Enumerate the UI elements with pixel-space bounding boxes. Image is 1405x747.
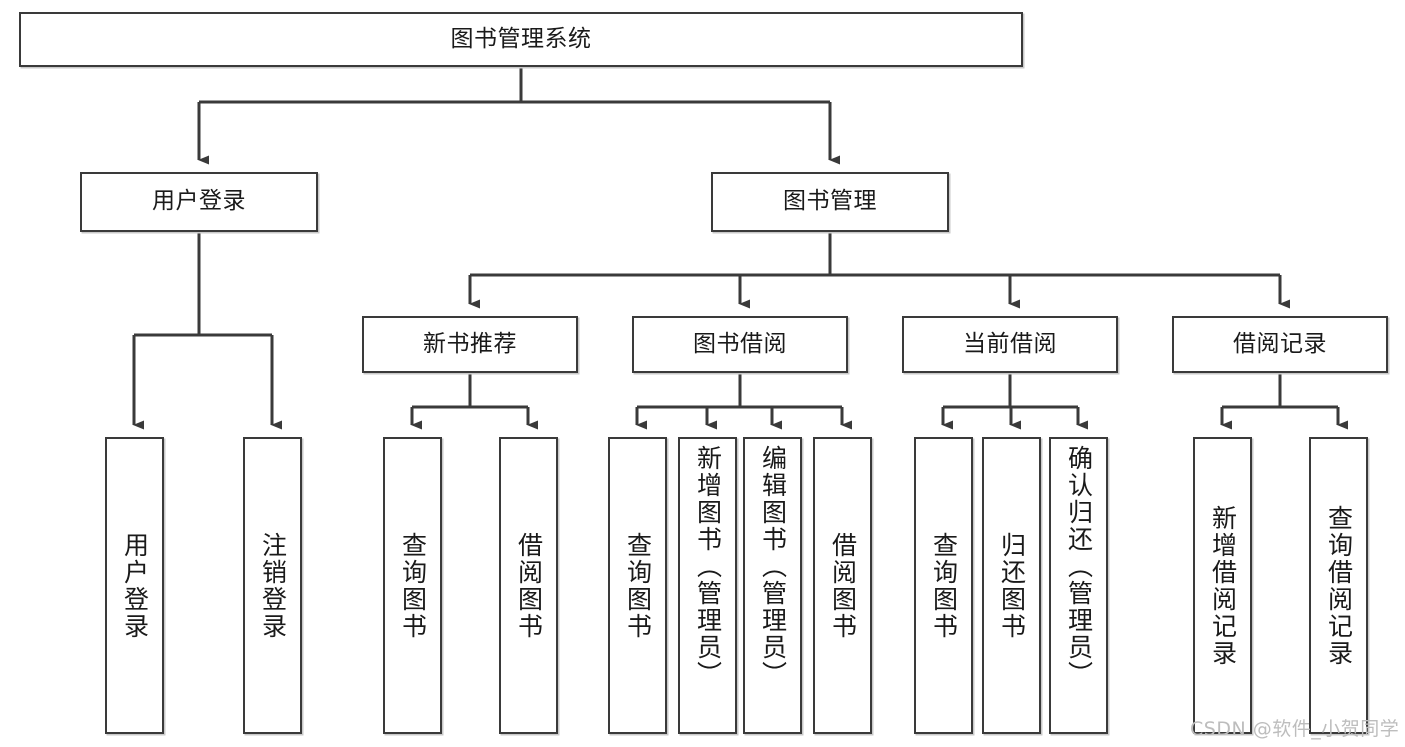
node-leaf-query-book-borrow[interactable]: 查询图书 <box>608 437 667 734</box>
node-leaf-user-login[interactable]: 用户登录 <box>105 437 164 734</box>
node-leaf-edit-book-admin[interactable]: 编辑图书（管理员） <box>743 437 802 734</box>
node-leaf-query-book-current[interactable]: 查询图书 <box>914 437 973 734</box>
node-leaf-borrow-book-recommend[interactable]: 借阅图书 <box>499 437 558 734</box>
node-leaf-return-book-label: 归还图书 <box>997 531 1027 640</box>
node-leaf-return-book[interactable]: 归还图书 <box>982 437 1041 734</box>
node-leaf-query-book-recommend[interactable]: 查询图书 <box>383 437 442 734</box>
node-book-management[interactable]: 图书管理 <box>711 172 949 232</box>
node-book-borrowing-label: 图书借阅 <box>693 330 787 357</box>
node-leaf-borrow-book-label: 借阅图书 <box>828 531 858 640</box>
node-borrowing-record-label: 借阅记录 <box>1233 330 1327 357</box>
node-leaf-add-borrow-record[interactable]: 新增借阅记录 <box>1193 437 1252 734</box>
node-leaf-edit-book-admin-label: 编辑图书（管理员） <box>758 445 788 688</box>
node-root-label: 图书管理系统 <box>450 25 592 52</box>
node-leaf-add-book-admin-label: 新增图书（管理员） <box>693 445 723 688</box>
node-leaf-add-borrow-record-label: 新增借阅记录 <box>1208 504 1238 667</box>
node-book-borrowing[interactable]: 图书借阅 <box>632 316 848 373</box>
node-leaf-borrow-book-recommend-label: 借阅图书 <box>514 531 544 640</box>
node-leaf-query-book-recommend-label: 查询图书 <box>398 531 428 640</box>
node-book-management-label: 图书管理 <box>783 188 877 215</box>
node-leaf-logout-label: 注销登录 <box>258 531 288 640</box>
node-user-login-label: 用户登录 <box>152 188 246 215</box>
node-new-book-recommendation[interactable]: 新书推荐 <box>362 316 578 373</box>
node-leaf-query-borrow-record-label: 查询借阅记录 <box>1324 504 1354 667</box>
node-leaf-query-book-borrow-label: 查询图书 <box>623 531 653 640</box>
node-leaf-borrow-book[interactable]: 借阅图书 <box>813 437 872 734</box>
node-leaf-query-book-current-label: 查询图书 <box>929 531 959 640</box>
node-leaf-confirm-return-admin[interactable]: 确认归还（管理员） <box>1049 437 1108 734</box>
node-new-book-recommendation-label: 新书推荐 <box>423 330 517 357</box>
node-leaf-confirm-return-admin-label: 确认归还（管理员） <box>1064 445 1094 688</box>
node-user-login[interactable]: 用户登录 <box>80 172 318 232</box>
node-root-book-management-system[interactable]: 图书管理系统 <box>19 12 1023 67</box>
node-current-borrowing-label: 当前借阅 <box>963 330 1057 357</box>
node-leaf-logout[interactable]: 注销登录 <box>243 437 302 734</box>
node-borrowing-record[interactable]: 借阅记录 <box>1172 316 1388 373</box>
node-leaf-add-book-admin[interactable]: 新增图书（管理员） <box>678 437 737 734</box>
node-current-borrowing[interactable]: 当前借阅 <box>902 316 1118 373</box>
node-leaf-query-borrow-record[interactable]: 查询借阅记录 <box>1309 437 1368 734</box>
node-leaf-user-login-label: 用户登录 <box>120 531 150 640</box>
